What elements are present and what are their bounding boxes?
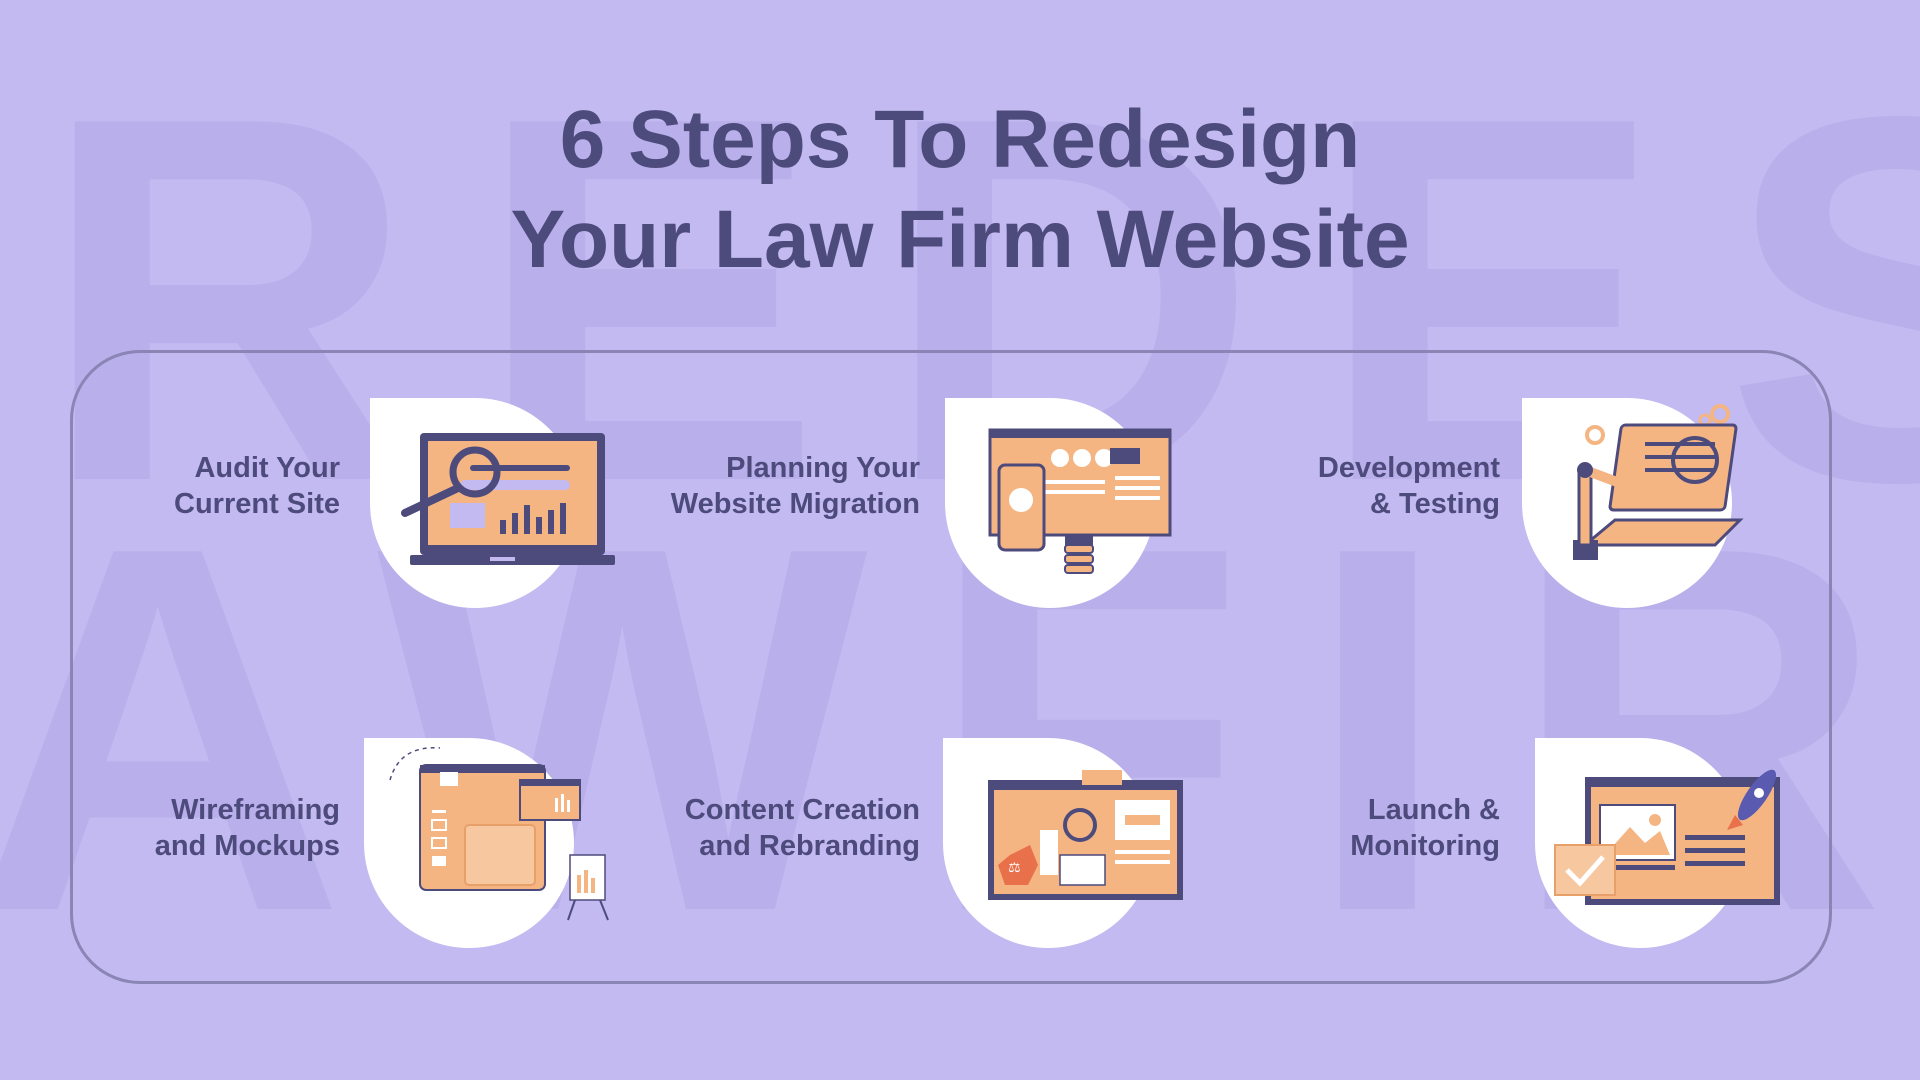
robot-arm-laptop-icon (1573, 404, 1744, 560)
step-label: Audit Your Current Site (174, 452, 340, 520)
step-label: Development & Testing (1317, 452, 1500, 520)
content-rebrand-icon: ⚖ (988, 770, 1183, 900)
svg-text:⚖: ⚖ (1008, 860, 1021, 876)
page-title: 6 Steps To Redesign Your Law Firm Websit… (0, 90, 1920, 290)
steps-frame (70, 350, 1832, 984)
laptop-magnifier-icon (401, 433, 615, 565)
website-migration-icon (988, 428, 1172, 574)
wireframe-mockup-icon (389, 747, 609, 921)
title-line-2: Your Law Firm Website (510, 194, 1410, 285)
rocket-launch-icon (1554, 769, 1780, 905)
step-label: Content Creation and Rebranding (684, 794, 920, 862)
step-label: Launch & Monitoring (1350, 794, 1500, 862)
step-label: Planning Your Website Migration (670, 452, 920, 520)
title-line-1: 6 Steps To Redesign (559, 94, 1361, 185)
step-label: Wireframing and Mockups (154, 794, 340, 862)
